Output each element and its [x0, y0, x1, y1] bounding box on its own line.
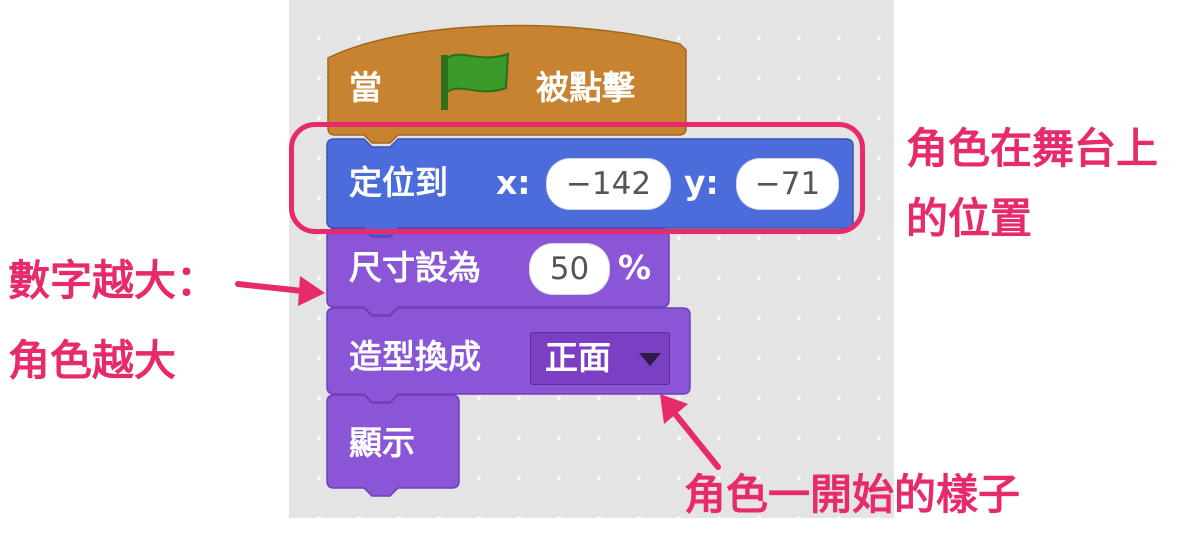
y-value-input[interactable]: −71: [736, 158, 839, 210]
annotation-size-line2: 角色越大: [8, 336, 177, 385]
costume-dropdown-value: 正面: [545, 338, 611, 377]
set-size-label: 尺寸設為: [349, 248, 481, 287]
green-flag-icon: [441, 52, 510, 110]
annotation-size-line1: 數字越大：: [8, 256, 219, 305]
y-label: y:: [684, 163, 719, 202]
x-label: x:: [496, 163, 531, 202]
show-label: 顯示: [349, 423, 415, 462]
size-unit-label: %: [618, 248, 652, 287]
position-highlight-box: [289, 122, 865, 234]
annotation-costume: 角色一開始的樣子: [684, 470, 1021, 519]
chevron-down-icon: [639, 353, 661, 366]
arrow-to-size-block: [235, 276, 325, 306]
show-block[interactable]: [326, 394, 460, 497]
hat-prefix-label: 當: [349, 68, 382, 107]
size-value-input[interactable]: 50: [529, 243, 610, 295]
annotation-position-line2: 的位置: [906, 194, 1033, 243]
arrow-to-costume-dropdown: [660, 394, 721, 470]
costume-dropdown[interactable]: 正面: [530, 332, 670, 385]
annotation-position-line1: 角色在舞台上: [906, 124, 1159, 173]
switch-costume-label: 造型換成: [349, 337, 481, 376]
goto-label: 定位到: [349, 163, 448, 202]
x-value-input[interactable]: −142: [546, 158, 671, 210]
hat-suffix-label: 被點擊: [536, 68, 635, 107]
